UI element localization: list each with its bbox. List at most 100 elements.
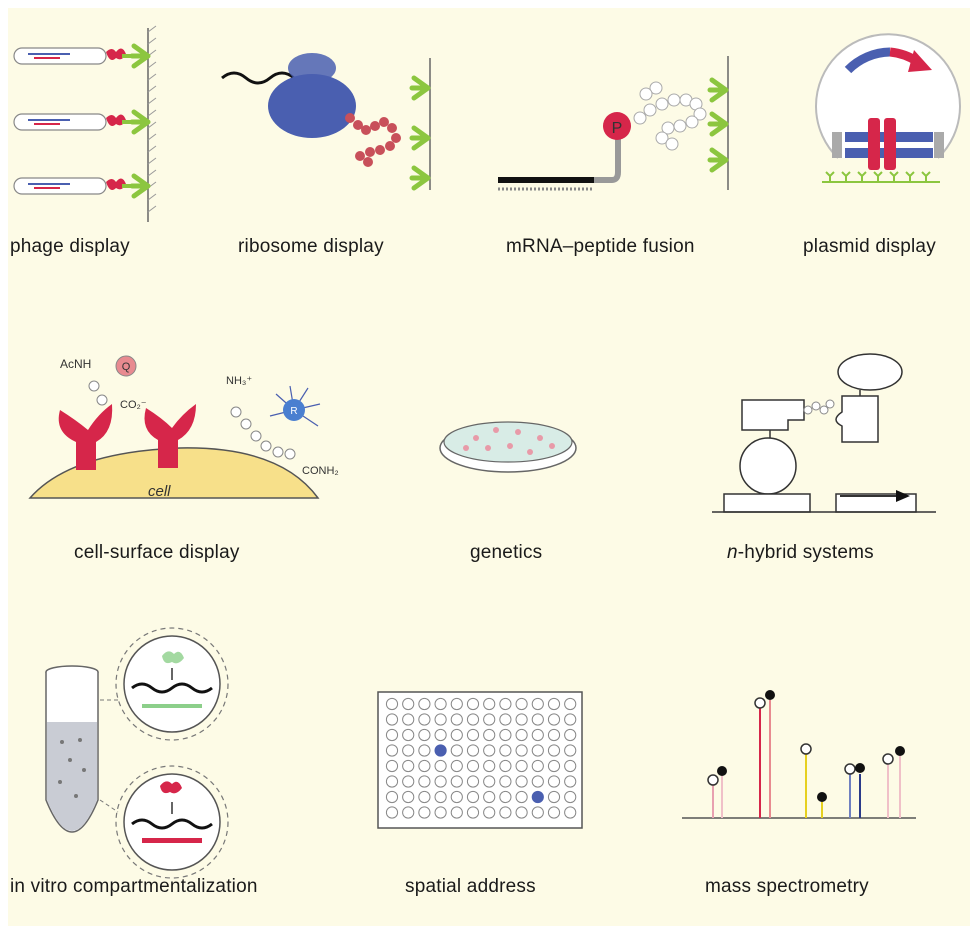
plate-well [402, 728, 415, 742]
plate-well [434, 697, 447, 711]
plate-well [564, 775, 577, 788]
plate-well [385, 806, 399, 819]
n-italic: n [727, 542, 738, 563]
nh3-label: NH₃⁺ [226, 375, 252, 387]
plate-well [385, 759, 399, 773]
phage-particle [13, 176, 148, 196]
genetics-drawing [439, 421, 577, 473]
plate-well [434, 713, 447, 726]
plate-well [564, 713, 577, 726]
acnh-label: AcNH [60, 357, 91, 371]
plasmid-display-label: plasmid display [803, 236, 936, 257]
plate-well [385, 728, 399, 742]
plate-well [434, 728, 447, 742]
plate-well [483, 806, 496, 819]
plate-well [466, 713, 480, 726]
plate-well [547, 759, 561, 773]
plate-well [434, 744, 447, 757]
plate-well [515, 790, 528, 804]
plate-well [418, 697, 431, 711]
ribosome-display-drawing [221, 53, 431, 190]
plate-well [564, 790, 577, 804]
plate-well [531, 790, 544, 804]
plate-well [515, 775, 528, 788]
plate-well [515, 806, 528, 819]
plate-well [402, 806, 415, 819]
plate-well [531, 775, 544, 788]
plate-well [450, 728, 463, 742]
plate-well [499, 759, 512, 773]
plate-well [547, 744, 561, 757]
r-label: R [290, 406, 297, 417]
plate-well [418, 713, 431, 726]
plate-well [418, 728, 431, 742]
plate-well [499, 713, 512, 726]
plate-well [450, 697, 463, 711]
cell-surface-drawing: cell AcNH Q CO₂⁻ NH₃⁺ R CONH₂ [28, 355, 339, 500]
mass-spectrometry-label: mass spectrometry [705, 876, 869, 897]
plate-well [450, 790, 463, 804]
ivc-label: in vitro compartmentalization [10, 876, 258, 897]
plate-well [483, 713, 496, 726]
plate-well [499, 744, 512, 757]
plate-well [483, 728, 496, 742]
mass-spectrometry-drawing [682, 690, 916, 819]
ivc-drawing [45, 627, 229, 879]
plate-well [402, 775, 415, 788]
plate-well [402, 759, 415, 773]
plate-well [547, 697, 561, 711]
mrna-peptide-drawing: P [498, 56, 729, 191]
genetics-label: genetics [470, 542, 543, 563]
n-hybrid-rest: -hybrid systems [737, 542, 874, 563]
plate-well [515, 744, 528, 757]
plate-well [466, 806, 480, 819]
n-hybrid-drawing [712, 353, 936, 513]
plate-well [564, 728, 577, 742]
plate-well [466, 697, 480, 711]
plate-well [418, 806, 431, 819]
q-label: Q [122, 361, 131, 373]
plasmid-display-drawing [815, 33, 961, 183]
plate-well [483, 775, 496, 788]
plate-well [483, 790, 496, 804]
plate-well [547, 775, 561, 788]
plate-well [385, 790, 399, 804]
plate-well [450, 759, 463, 773]
plate-well [564, 759, 577, 773]
conh2-label: CONH₂ [302, 465, 339, 477]
plate-well [434, 759, 447, 773]
phage-display-drawing [13, 25, 157, 222]
plate-well [434, 775, 447, 788]
plate-well [385, 697, 399, 711]
plate-well [434, 806, 447, 819]
co2-label: CO₂⁻ [120, 399, 147, 411]
plate-well [450, 806, 463, 819]
plate-well [531, 759, 544, 773]
cell-surface-display-label: cell-surface display [74, 542, 240, 563]
plate-well [499, 728, 512, 742]
p-letter: P [612, 120, 623, 137]
plate-well [402, 713, 415, 726]
plate-well [547, 790, 561, 804]
plate-well [499, 806, 512, 819]
plate-well [483, 744, 496, 757]
plate-well [434, 790, 447, 804]
spatial-address-label: spatial address [405, 876, 536, 897]
n-hybrid-systems-label: n-hybrid systems [727, 542, 874, 564]
plate-well [466, 775, 480, 788]
plate-well [385, 713, 399, 726]
plate-well [385, 775, 399, 788]
plate-well [402, 697, 415, 711]
plate-well [450, 775, 463, 788]
plate-well [531, 713, 544, 726]
plate-well [483, 759, 496, 773]
ribosome-display-label: ribosome display [238, 236, 384, 257]
plate-well [466, 744, 480, 757]
plate-well [564, 744, 577, 757]
plate-well [531, 744, 544, 757]
phage-display-label: phage display [10, 236, 130, 257]
plate-well [515, 728, 528, 742]
spatial-address-drawing [377, 691, 583, 829]
plate-well [466, 790, 480, 804]
